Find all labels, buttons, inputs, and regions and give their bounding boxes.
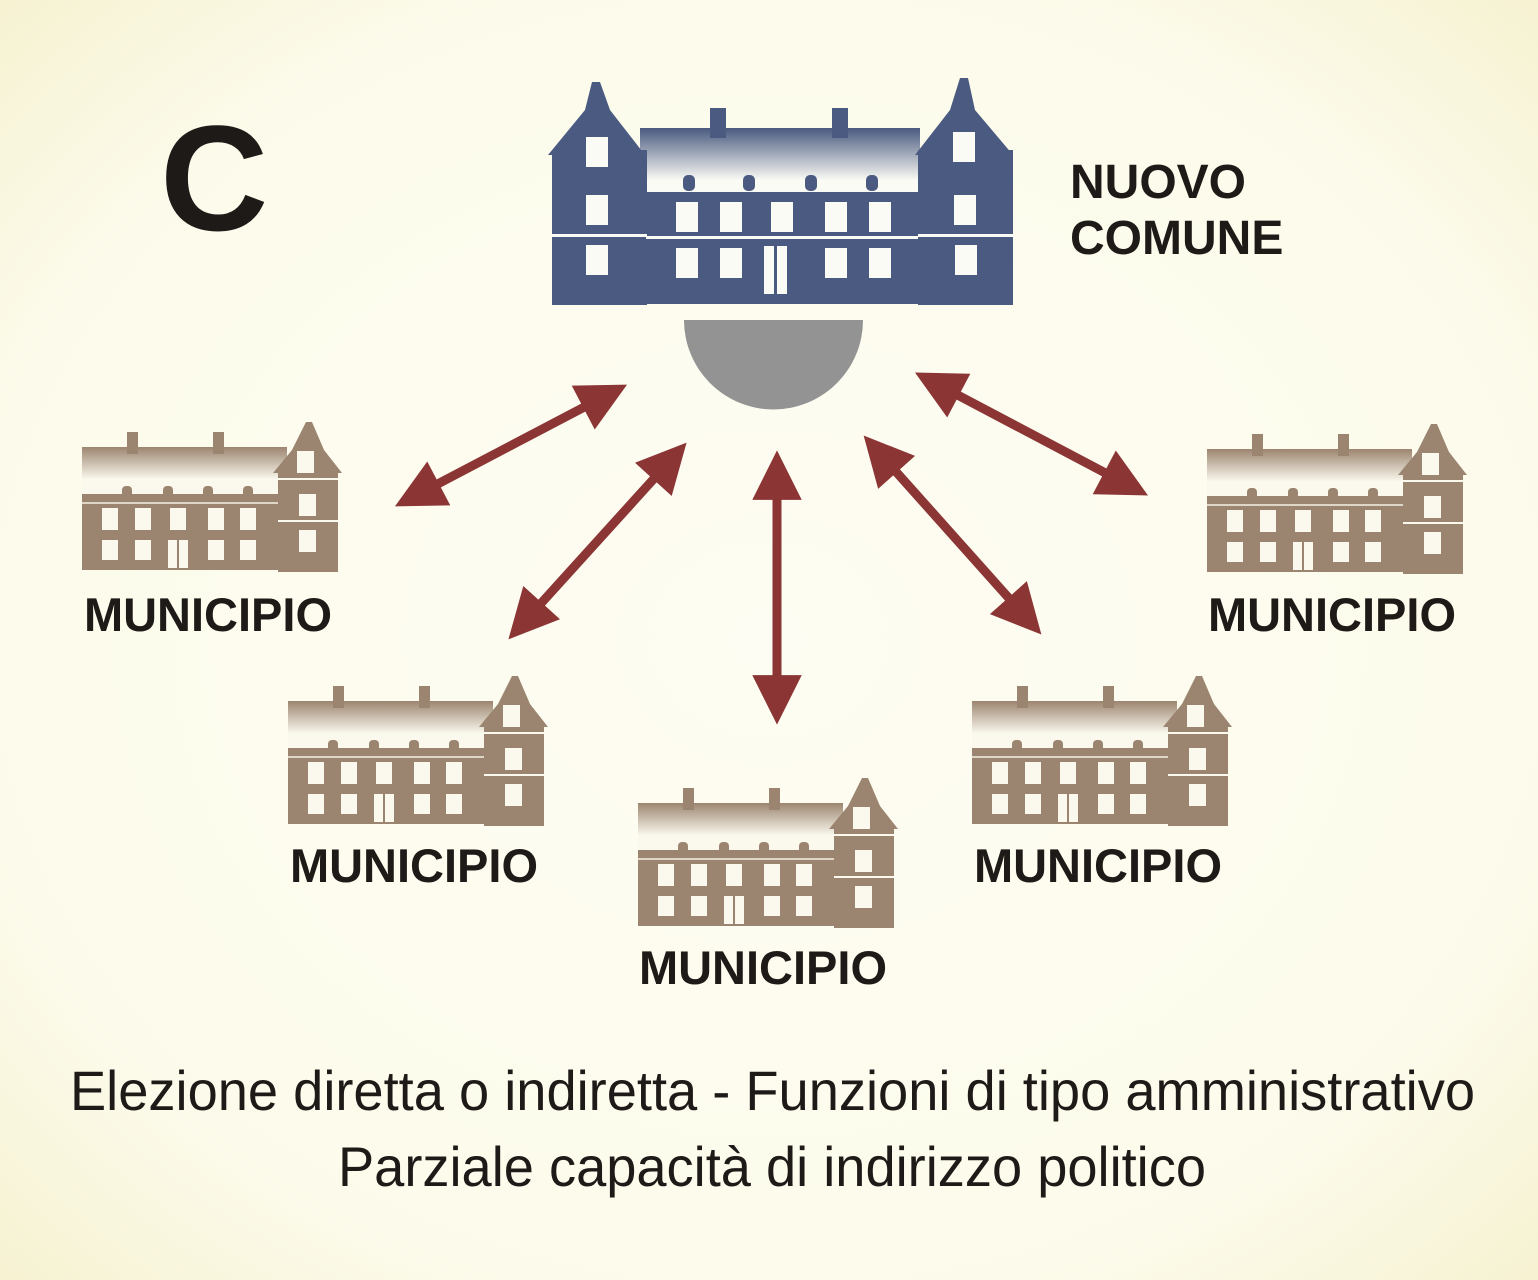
municipio-label: MUNICIPIO xyxy=(290,839,538,892)
arrow-mid-right xyxy=(863,435,1042,635)
municipio-label: MUNICIPIO xyxy=(84,588,332,641)
arrow-right xyxy=(914,372,1149,496)
nuovo-comune-building-icon xyxy=(548,78,1013,305)
arrow-mid-left xyxy=(508,442,687,640)
center-title-line1: NUOVO xyxy=(1070,156,1246,209)
hemisphere-icon xyxy=(684,320,863,410)
center-title-line2: COMUNE xyxy=(1070,212,1283,265)
municipio-label: MUNICIPIO xyxy=(639,941,887,994)
caption-line2: Parziale capacità di indirizzo politico xyxy=(338,1135,1206,1198)
caption-line1: Elezione diretta o indiretta - Funzioni … xyxy=(70,1059,1475,1122)
municipio-label: MUNICIPIO xyxy=(1208,588,1456,641)
municipio-label: MUNICIPIO xyxy=(974,839,1222,892)
panel-letter: C xyxy=(160,94,268,262)
